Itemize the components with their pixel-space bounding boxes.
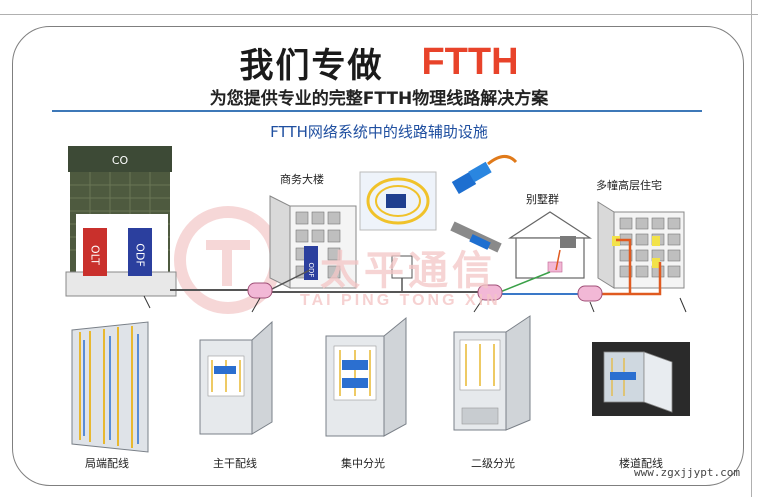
highrise-building-icon [597, 201, 685, 289]
sc-connector-icon [451, 155, 518, 195]
cabinet-3-icon [325, 316, 407, 437]
footer-url: www.zgxjjypt.com [634, 466, 740, 479]
fiber-splitter-icon [359, 171, 437, 231]
building-odf-label: ODF [307, 263, 315, 278]
right-border-line [751, 0, 752, 497]
headline-ftth: FTTH [421, 41, 519, 83]
section-title: FTTH网络系统中的线路辅助设施 [270, 123, 488, 141]
olt-label: OLT [89, 245, 102, 265]
fiber-adapter-icon [450, 221, 502, 253]
watermark-text: 太平通信 [320, 248, 496, 294]
cabinet-5-wallbox-icon [592, 342, 690, 416]
cabinet-label-5: 楼道配线 [619, 457, 663, 470]
cabinet-label-4: 二级分光 [471, 457, 515, 470]
highrise-label: 多幢高层住宅 [596, 179, 662, 192]
odf-label: ODF [134, 243, 147, 266]
cabinet-label-2: 主干配线 [213, 457, 257, 470]
divider-rule [52, 110, 702, 112]
olt-rack-icon [83, 228, 107, 276]
headline-cn: 我们专做 [239, 46, 384, 86]
co-label: CO [112, 154, 129, 167]
odf-rack-icon [128, 228, 152, 276]
villa-house-icon [507, 211, 593, 279]
top-border-line [0, 14, 758, 15]
watermark-text-en: TAI PING TONG XIN [300, 292, 501, 309]
co-building-icon [65, 146, 177, 297]
pointer-lines [143, 295, 687, 313]
cabinet-2-icon [199, 320, 273, 435]
headline: 我们专做 FTTH [0, 38, 758, 86]
business-building-label: 商务大楼 [280, 173, 324, 186]
fiber-lines [170, 238, 662, 296]
villa-label: 别墅群 [526, 193, 559, 206]
splice-closure-icons [247, 282, 603, 302]
cabinet-label-1: 局端配线 [85, 457, 129, 470]
cabinet-1-rack-icon [71, 321, 149, 453]
cabinet-label-3: 集中分光 [341, 457, 385, 470]
subtitle: 为您提供专业的完整FTTH物理线路解决方案 [209, 89, 549, 109]
cabinet-4-icon [453, 315, 531, 431]
